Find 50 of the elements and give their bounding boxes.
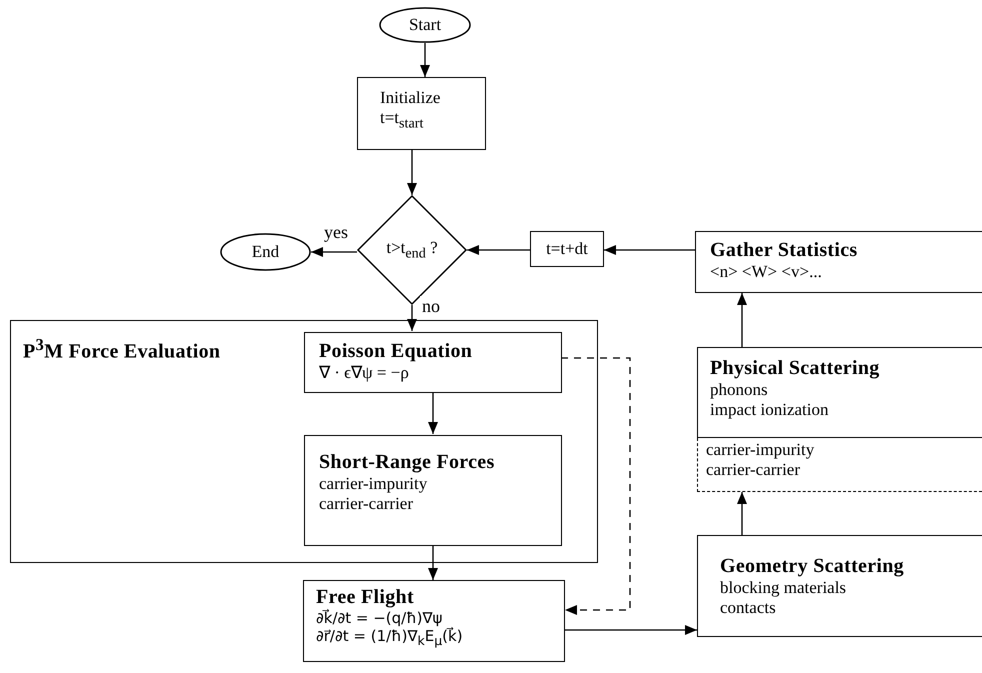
box-heading: Geometry Scattering (720, 554, 904, 578)
end-terminator (220, 233, 311, 271)
arrow (565, 625, 697, 635)
box-text: ∇ · ϵ∇ψ = −ρ (319, 363, 409, 384)
process-box (697, 535, 982, 637)
arrow (737, 293, 747, 347)
arrow (407, 305, 417, 331)
arrow (561, 357, 631, 615)
box-heading: Initialize (380, 88, 440, 108)
box-text: phonons (710, 380, 768, 400)
box-heading: Gather Statistics (710, 238, 858, 262)
box-text: carrier-carrier (706, 460, 800, 481)
start-terminator (379, 7, 471, 43)
box-text: carrier-carrier (319, 494, 414, 515)
arrow (604, 245, 695, 255)
box-text: carrier-impurity (319, 474, 428, 494)
process-box (697, 347, 982, 438)
box-text: <n> <W> <v>... (710, 262, 822, 282)
decision-diamond (357, 195, 467, 305)
box-text: carrier-impurity (706, 440, 814, 460)
box-text: ∂r⃗/∂t = (1/ħ)∇$_{k}$E$_{μ}$(k⃗) (316, 627, 463, 648)
process-box (304, 332, 562, 393)
box-heading: Poisson Equation (319, 339, 472, 363)
box-heading: Free Flight (316, 585, 414, 609)
process-box (695, 231, 982, 293)
arrow (428, 545, 438, 580)
arrow (311, 247, 357, 257)
box-text: Start (408, 14, 442, 36)
box-text: ∂k⃗/∂t = −(q/ħ)∇ψ (316, 609, 442, 627)
box-heading: Short-Range Forces (319, 450, 495, 474)
arrow (467, 245, 530, 255)
box-text: End (252, 242, 280, 262)
group-box (10, 320, 598, 563)
process-box (357, 77, 486, 150)
box-heading: P$^{3}$M Force Evaluation (23, 335, 220, 364)
box-text: impact ionization (710, 400, 828, 421)
box-text: t>t$_{end}$ ? (386, 238, 438, 262)
process-box (303, 580, 565, 662)
box-text: t=t$_{start}$ (380, 108, 424, 133)
arrow (407, 150, 417, 195)
arrow (420, 43, 430, 77)
process-box (304, 435, 562, 546)
box-text: contacts (720, 598, 776, 619)
process-box (530, 231, 604, 267)
box-text: blocking materials (720, 578, 846, 598)
arrow (737, 492, 747, 535)
box-text: t=t+dt (546, 238, 588, 260)
arrow (428, 392, 438, 434)
box-heading: Physical Scattering (710, 356, 880, 380)
dashed-box (697, 438, 982, 492)
